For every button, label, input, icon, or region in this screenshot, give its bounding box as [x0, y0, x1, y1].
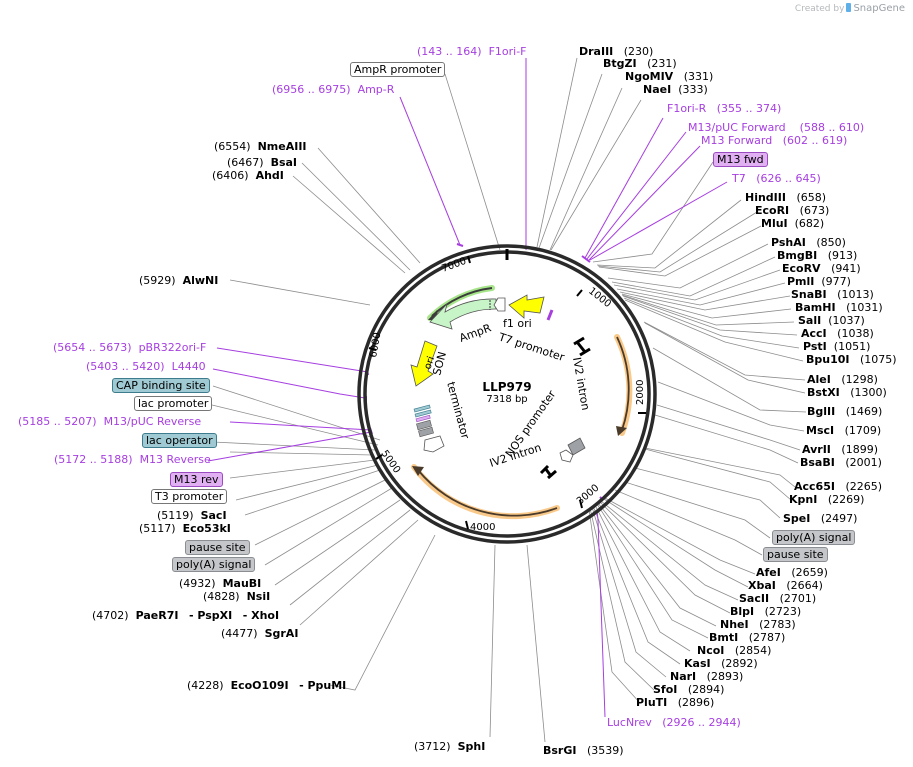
- enzyme-draiii[interactable]: DraIII (230): [579, 45, 654, 58]
- enzyme-bglii[interactable]: BglII (1469): [807, 405, 883, 418]
- f1-ori-arrow: [508, 294, 545, 319]
- primer-t7[interactable]: T7 (626 .. 645): [732, 172, 821, 185]
- plasmid-name: LLP979: [482, 380, 532, 394]
- primer-lucnrev[interactable]: LucNrev (2926 .. 2944): [607, 716, 741, 729]
- ampr-label: AmpR: [458, 321, 494, 345]
- enzyme-pluti[interactable]: PluTI (2896): [636, 696, 715, 709]
- ori-arrow: [410, 340, 438, 387]
- enzyme-bpu10i[interactable]: Bpu10I (1075): [806, 353, 897, 366]
- t7-promoter-label: T7 promoter: [496, 330, 566, 364]
- tick-label-1000: 1000: [586, 286, 613, 310]
- enzyme-blpi[interactable]: BlpI (2723): [730, 605, 802, 618]
- enzyme-maubi[interactable]: (4932) MauBI: [179, 577, 262, 590]
- enzyme-kpni[interactable]: KpnI (2269): [789, 493, 865, 506]
- enzyme-avrii[interactable]: AvrII (1899): [802, 443, 878, 456]
- feature-lac-promoter[interactable]: lac promoter: [134, 396, 213, 411]
- enzyme-sphi[interactable]: (3712) SphI: [414, 740, 486, 753]
- enzyme-saci[interactable]: (5119) SacI: [157, 509, 227, 522]
- feature-lac-operator[interactable]: lac operator: [142, 433, 217, 448]
- enzyme-sali[interactable]: SalI (1037): [798, 314, 865, 327]
- feature-pause-site-left[interactable]: pause site: [185, 540, 250, 555]
- enzyme-mlui[interactable]: MluI (682): [761, 217, 825, 230]
- enzyme-naei[interactable]: NaeI (333): [643, 83, 708, 96]
- enzyme-sgrai[interactable]: (4477) SgrAI: [221, 627, 299, 640]
- enzyme-spei[interactable]: SpeI (2497): [783, 512, 858, 525]
- ampr-feature-arrow: [429, 298, 497, 330]
- tick-label-4000: 4000: [470, 522, 495, 533]
- son-label: SON: [430, 350, 449, 376]
- feature-m13-rev[interactable]: M13 rev: [170, 472, 223, 487]
- enzyme-afei[interactable]: AfeI (2659): [756, 566, 828, 579]
- enzyme-acci[interactable]: AccI (1038): [801, 327, 874, 340]
- created-by-text: Created by: [794, 4, 845, 14]
- primer-f1ori-r[interactable]: F1ori-R (355 .. 374): [667, 102, 782, 115]
- primer-m13-puc-forward[interactable]: M13/pUC Forward (588 .. 610): [688, 121, 865, 134]
- enzyme-bstxi[interactable]: BstXI (1300): [807, 386, 887, 399]
- enzyme-eco53ki[interactable]: (5117) Eco53kI: [139, 522, 231, 535]
- enzyme-ahdi[interactable]: (6406) AhdI: [212, 169, 284, 182]
- plasmid-title: LLP979 7318 bp: [452, 380, 562, 405]
- snapgene-branding: Created by SnapGene: [795, 3, 905, 14]
- enzyme-bsrgi[interactable]: BsrGI (3539): [543, 744, 624, 757]
- enzyme-kasi[interactable]: KasI (2892): [684, 657, 758, 670]
- f1-ori-label: f1 ori: [503, 317, 532, 330]
- enzyme-nhei[interactable]: NheI (2783): [720, 618, 796, 631]
- enzyme-ecori[interactable]: EcoRI (673): [755, 204, 830, 217]
- enzyme-msci[interactable]: MscI (1709): [806, 424, 882, 437]
- enzyme-bsabi[interactable]: BsaBI (2001): [800, 456, 882, 469]
- enzyme-pshai[interactable]: PshAI (850): [771, 236, 846, 249]
- backbone-outer: [357, 244, 657, 544]
- nos-promoter-glyph: [559, 437, 586, 463]
- feature-polya-signal-left[interactable]: poly(A) signal: [172, 557, 256, 572]
- enzyme-bmti[interactable]: BmtI (2787): [709, 631, 786, 644]
- feature-t3-promoter[interactable]: T3 promoter: [151, 489, 228, 504]
- enzyme-eco0109i-ppumi[interactable]: (4228) EcoO109I - PpuMI: [187, 679, 347, 692]
- enzyme-xbai[interactable]: XbaI (2664): [748, 579, 823, 592]
- enzyme-alei[interactable]: AleI (1298): [807, 373, 878, 386]
- enzyme-btgzi[interactable]: BtgZI (231): [603, 57, 677, 70]
- enzyme-sfoi[interactable]: SfoI (2894): [653, 683, 725, 696]
- primer-m13-reverse[interactable]: (5172 .. 5188) M13 Reverse: [54, 453, 211, 466]
- enzyme-ncoi[interactable]: NcoI (2854): [697, 644, 772, 657]
- feature-cap-binding-site[interactable]: CAP binding site: [112, 378, 210, 393]
- enzyme-hindiii[interactable]: HindIII (658): [745, 191, 827, 204]
- enzyme-bsai[interactable]: (6467) BsaI: [227, 156, 298, 169]
- enzyme-psti[interactable]: PstI (1051): [803, 340, 871, 353]
- enzyme-leader-lines: [211, 57, 807, 743]
- primer-l4440[interactable]: (5403 .. 5420) L4440: [86, 360, 206, 373]
- app-name: SnapGene: [853, 3, 905, 14]
- enzyme-nsii[interactable]: (4828) NsiI: [203, 590, 271, 603]
- snapgene-logo-icon: [846, 3, 852, 12]
- enzyme-alwni[interactable]: (5929) AlwNI: [139, 274, 219, 287]
- primer-m13-forward[interactable]: M13 Forward (602 .. 619): [701, 134, 848, 147]
- enzyme-paer7i-pspxi-xhoi[interactable]: (4702) PaeR7I - PspXI - XhoI: [92, 609, 280, 622]
- enzyme-ecorv[interactable]: EcoRV (941): [782, 262, 861, 275]
- tick-label-2000: 2000: [635, 380, 646, 405]
- primer-leader-lines: [207, 58, 728, 718]
- enzyme-acc65i[interactable]: Acc65I (2265): [794, 480, 883, 493]
- iv2-intron-label-1: IV2 intron: [570, 356, 592, 411]
- feature-pause-site-right[interactable]: pause site: [763, 547, 828, 562]
- feature-m13-fwd[interactable]: M13 fwd: [713, 152, 768, 167]
- enzyme-nari[interactable]: NarI (2893): [670, 670, 744, 683]
- tick-label-6000: 6000: [368, 332, 383, 359]
- primer-pbr322ori-f[interactable]: (5654 .. 5673) pBR322ori-F: [53, 341, 207, 354]
- enzyme-bamhi[interactable]: BamHI (1031): [795, 301, 883, 314]
- plasmid-length: 7318 bp: [486, 394, 528, 405]
- feature-ampr-promoter[interactable]: AmpR promoter: [350, 62, 446, 77]
- enzyme-pmli[interactable]: PmlI (977): [787, 275, 851, 288]
- enzyme-sacii[interactable]: SacII (2701): [739, 592, 817, 605]
- enzyme-nmeaiii[interactable]: (6554) NmeAIII: [214, 140, 307, 153]
- primer-f1ori-f[interactable]: (143 .. 164) F1ori-F: [417, 45, 527, 58]
- primer-m13-puc-reverse[interactable]: (5185 .. 5207) M13/pUC Reverse: [18, 415, 202, 428]
- feature-polya-signal-right[interactable]: poly(A) signal: [772, 530, 856, 545]
- lac-cluster-glyphs: [413, 404, 445, 453]
- ori-label: ori: [422, 355, 437, 371]
- enzyme-bmgbi[interactable]: BmgBI (913): [777, 249, 858, 262]
- primer-amp-r[interactable]: (6956 .. 6975) Amp-R: [272, 83, 395, 96]
- enzyme-ngomiv[interactable]: NgoMIV (331): [625, 70, 714, 83]
- enzyme-snabi[interactable]: SnaBI (1013): [791, 288, 874, 301]
